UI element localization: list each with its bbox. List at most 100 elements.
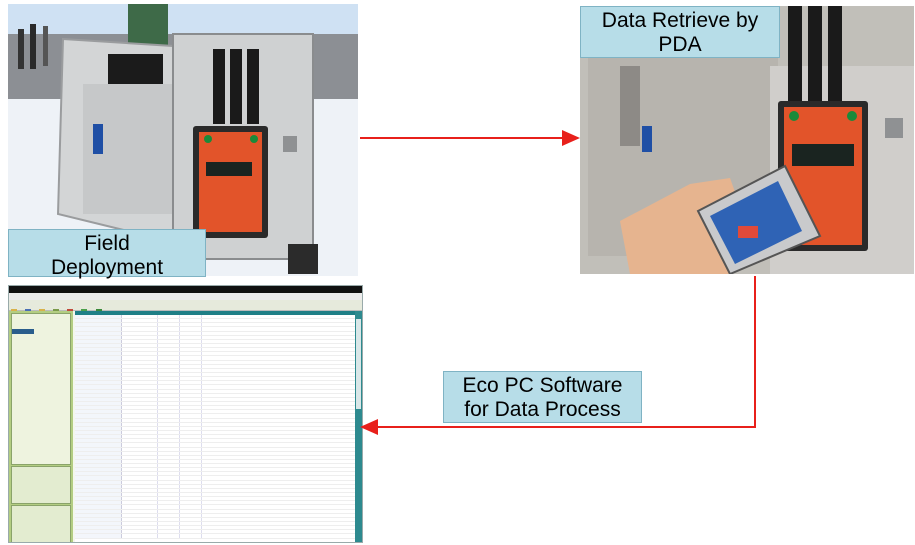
table-row: [75, 397, 357, 402]
table-cell: [179, 364, 202, 368]
table-cell: [121, 393, 158, 397]
table-cell: [179, 451, 202, 455]
table-cell: [121, 364, 158, 368]
table-cell: [121, 451, 158, 455]
table-cell: [121, 443, 158, 447]
table-row: [75, 426, 357, 431]
table-cell: [157, 513, 180, 517]
table-cell: [157, 455, 180, 459]
table-row: [75, 505, 357, 510]
table-row: [75, 443, 357, 448]
table-cell: [75, 513, 122, 517]
table-cell: [75, 443, 122, 447]
table-cell: [75, 319, 122, 323]
table-cell: [121, 410, 158, 414]
table-cell: [121, 401, 158, 406]
table-row: [75, 430, 357, 436]
table-row: [75, 339, 357, 344]
table-cell: [121, 430, 158, 435]
table-cell: [121, 464, 158, 468]
table-cell: [179, 476, 202, 480]
table-row: [75, 488, 357, 494]
table-cell: [157, 526, 180, 530]
table-cell: [157, 364, 180, 368]
data-retrieve-label: Data Retrieve by PDA: [580, 6, 780, 58]
table-cell: [75, 476, 122, 480]
table-row: [75, 389, 357, 394]
table-cell: [157, 522, 180, 526]
table-cell: [75, 377, 122, 381]
table-cell: [121, 356, 158, 360]
table-cell: [179, 406, 202, 410]
table-row: [75, 451, 357, 456]
table-row: [75, 406, 357, 411]
table-cell: [75, 368, 122, 372]
table-cell: [157, 476, 180, 480]
table-row: [75, 476, 357, 481]
table-row: [75, 522, 357, 527]
table-cell: [75, 356, 122, 360]
table-cell: [179, 522, 202, 526]
table-row: [75, 410, 357, 415]
table-cell: [75, 526, 122, 530]
table-cell: [157, 484, 180, 488]
table-cell: [121, 414, 158, 418]
table-cell: [121, 335, 158, 339]
table-cell: [75, 418, 122, 422]
table-cell: [75, 488, 122, 493]
table-row: [75, 464, 357, 469]
eco-pc-software-window: [8, 285, 363, 543]
table-cell: [179, 339, 202, 343]
table-cell: [179, 447, 202, 451]
table-cell: [179, 435, 202, 439]
table-cell: [157, 464, 180, 468]
table-row: [75, 447, 357, 452]
table-row: [75, 377, 357, 382]
table-cell: [179, 352, 202, 356]
table-cell: [157, 393, 180, 397]
table-cell: [75, 497, 122, 501]
table-cell: [179, 472, 202, 476]
table-cell: [75, 509, 122, 513]
table-cell: [179, 439, 202, 443]
table-cell: [121, 418, 158, 422]
software-menubar: [9, 293, 362, 300]
table-cell: [121, 526, 158, 530]
table-cell: [75, 360, 122, 364]
table-cell: [157, 389, 180, 393]
table-cell: [75, 397, 122, 401]
logger-tree: [11, 313, 71, 465]
table-cell: [75, 459, 122, 464]
table-cell: [157, 410, 180, 414]
table-cell: [157, 360, 180, 364]
table-row: [75, 534, 357, 539]
table-cell: [157, 509, 180, 513]
table-cell: [121, 530, 158, 534]
table-cell: [157, 381, 180, 385]
table-cell: [121, 472, 158, 476]
table-row: [75, 530, 357, 535]
table-cell: [121, 372, 158, 377]
table-cell: [157, 447, 180, 451]
table-row: [75, 439, 357, 444]
scrollbar-thumb: [356, 319, 361, 409]
table-cell: [179, 443, 202, 447]
table-cell: [179, 327, 202, 331]
table-cell: [121, 339, 158, 343]
table-cell: [179, 497, 202, 501]
table-cell: [179, 414, 202, 418]
table-cell: [75, 401, 122, 406]
table-cell: [75, 430, 122, 435]
table-cell: [75, 439, 122, 443]
table-cell: [179, 484, 202, 488]
table-cell: [157, 426, 180, 430]
table-cell: [157, 443, 180, 447]
table-cell: [75, 447, 122, 451]
table-cell: [157, 497, 180, 501]
table-cell: [157, 488, 180, 493]
table-row: [75, 356, 357, 361]
table-cell: [179, 319, 202, 323]
retrieve-label-line2: PDA: [658, 33, 702, 56]
table-cell: [121, 368, 158, 372]
table-cell: [75, 493, 122, 497]
